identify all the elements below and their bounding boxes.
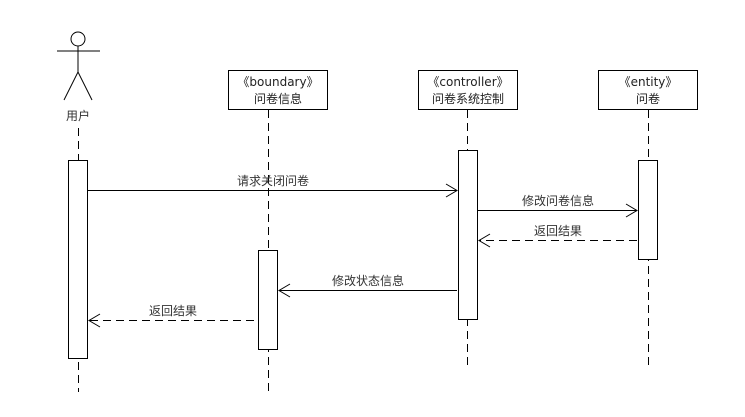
arrowhead-open-icon [278,283,291,298]
message-label: 修改状态信息 [332,273,404,288]
actor-head [70,31,86,47]
activation-boundary [258,250,278,350]
message-modify-questionnaire[interactable]: 修改问卷信息 [478,193,638,218]
participant-box [598,70,698,110]
activation-entity [638,160,658,260]
actor-label: 用户 [66,108,90,123]
participant-boundary[interactable]: 《boundary》 问卷信息 [228,70,328,110]
message-label: 修改问卷信息 [522,193,594,208]
participant-box [228,70,328,110]
participant-stereotype: 《controller》 [427,75,508,89]
participant-stereotype: 《boundary》 [237,75,318,89]
participant-stereotype: 《entity》 [619,75,678,89]
participant-controller[interactable]: 《controller》 问卷系统控制 [418,70,518,110]
arrowhead-open-icon [88,313,101,328]
participant-box [418,70,518,110]
participant-entity[interactable]: 《entity》 问卷 [598,70,698,110]
message-label: 返回结果 [534,224,582,238]
message-request-close[interactable]: 请求关闭问卷 [88,173,458,198]
message-return-result-entity[interactable]: 返回结果 [478,224,637,248]
arrowhead-open-icon [445,183,458,198]
message-label: 返回结果 [149,304,197,318]
message-label: 请求关闭问卷 [237,173,309,188]
message-return-result-boundary[interactable]: 返回结果 [88,304,254,328]
actor-leg-right [77,71,93,101]
activation-controller [458,150,478,320]
participant-name: 问卷系统控制 [432,91,504,106]
actor-user[interactable]: 用户 [57,31,100,123]
activation-user [68,160,88,359]
message-modify-status[interactable]: 修改状态信息 [278,273,457,298]
arrowhead-open-icon [478,233,491,248]
participant-name: 问卷 [636,91,660,106]
arrowhead-open-icon [625,203,638,218]
actor-leg-left [63,71,79,101]
participant-name: 问卷信息 [254,91,302,106]
